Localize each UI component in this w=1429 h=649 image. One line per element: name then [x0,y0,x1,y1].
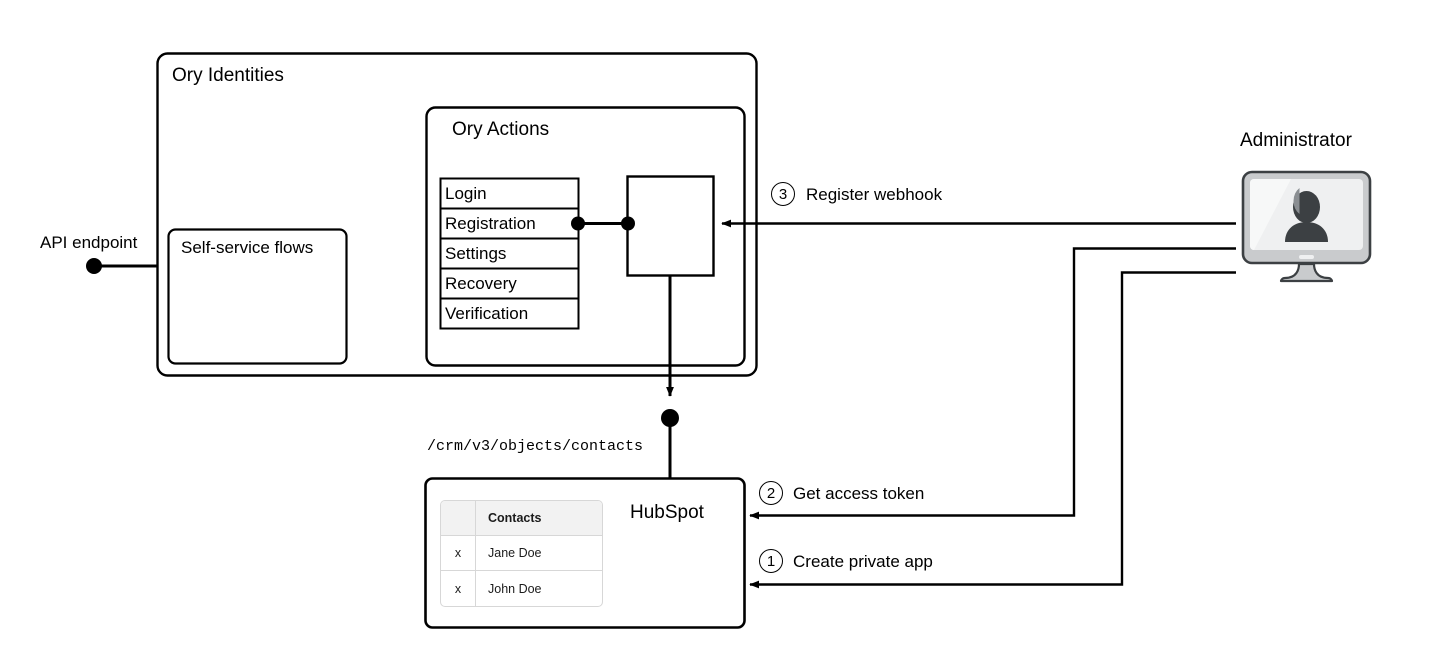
ory-identities-label: Ory Identities [172,65,284,86]
flow-item-settings[interactable]: Settings [445,244,507,263]
administrator-label: Administrator [1240,130,1352,151]
step-2-badge: 2 [759,481,783,505]
flow-list-box [439,177,580,330]
step-3-label: Register webhook [806,185,943,204]
step-1-label: Create private app [793,552,933,571]
table-row[interactable]: x John Doe [441,571,602,606]
table-cell-flag: x [441,571,476,606]
table-cell-flag: x [441,536,476,571]
api-path-label: /crm/v3/objects/contacts [427,438,644,455]
api-endpoint-dot [86,258,102,274]
step-2-arrow [749,247,1236,520]
ory-actions-label: Ory Actions [452,119,550,140]
self-service-flows-label: Self-service flows [181,238,314,257]
webhook-box [626,175,715,277]
webhook-endpoint-dot [621,216,635,231]
table-cell-name: Jane Doe [476,536,602,571]
step-1-badge: 1 [759,549,783,573]
flow-item-recovery[interactable]: Recovery [445,274,517,293]
flow-item-login[interactable]: Login [445,184,487,203]
flow-item-verification[interactable]: Verification [445,304,529,323]
table-header-contacts: Contacts [476,501,602,536]
contacts-table: Contacts x Jane Doe x John Doe [440,500,603,607]
table-header-flag [441,501,476,536]
step-3-badge: 3 [771,182,795,206]
flow-item-registration[interactable]: Registration [445,214,536,233]
self-service-flows-box [167,228,348,365]
step-2-label: Get access token [793,484,925,503]
registration-endpoint-dot [571,216,585,231]
step-1-arrow [749,271,1236,589]
api-endpoint-label: API endpoint [40,233,138,252]
table-header-row: Contacts [441,501,602,536]
table-row[interactable]: x Jane Doe [441,536,602,571]
table-cell-name: John Doe [488,581,542,596]
monitor-user-icon [1241,170,1372,283]
hubspot-label: HubSpot [630,502,704,523]
